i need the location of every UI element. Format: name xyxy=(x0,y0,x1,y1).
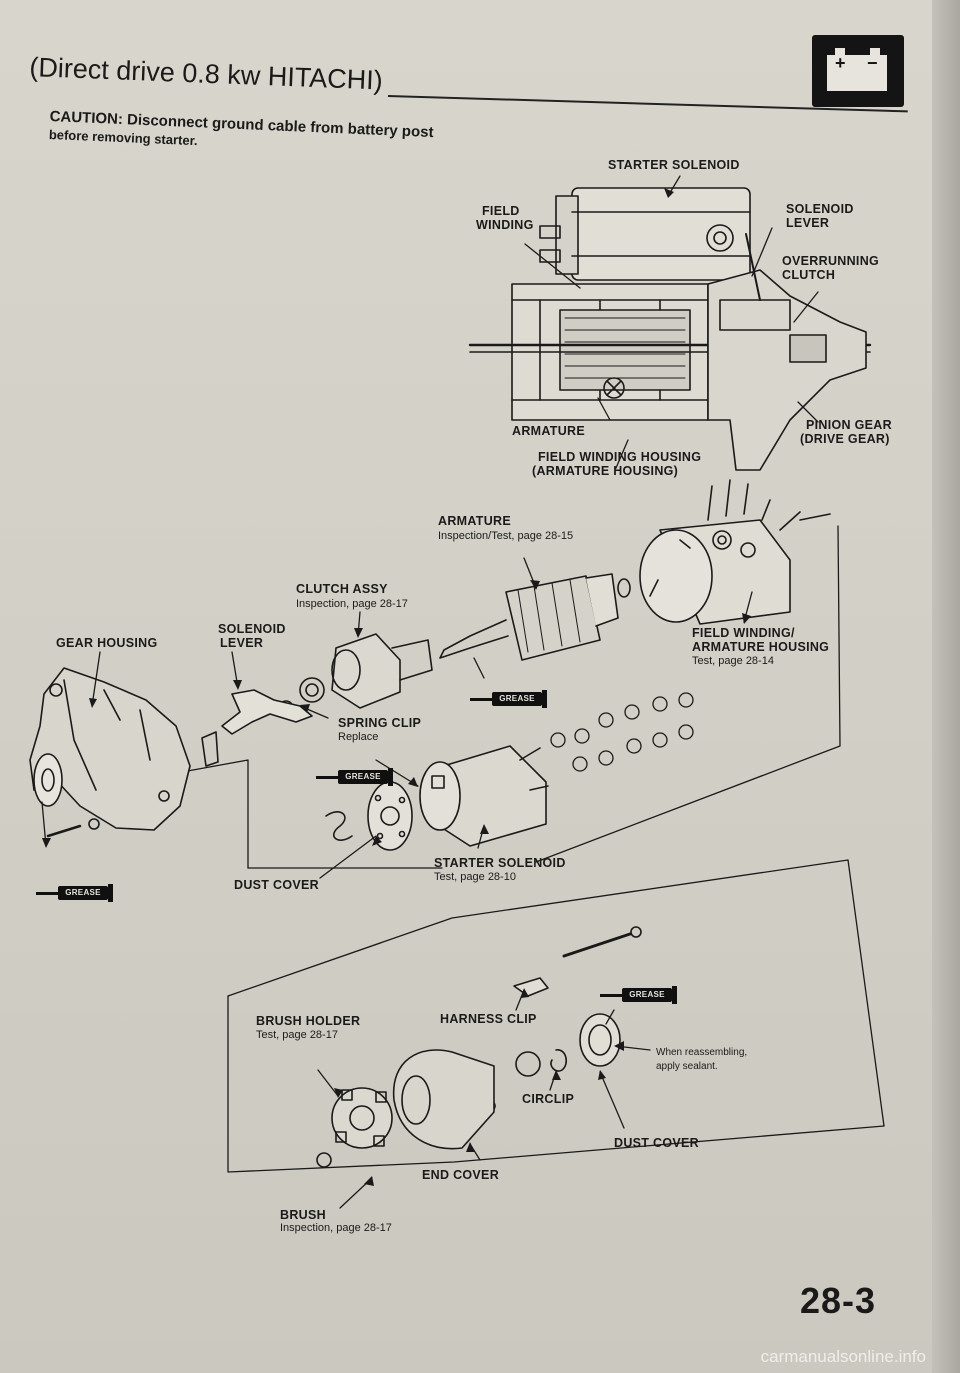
label-pinion-gear-1: PINION GEAR xyxy=(806,418,892,432)
note-sealant-2: apply sealant. xyxy=(656,1061,718,1072)
grease-tube-icon: GREASE xyxy=(470,688,548,710)
watermark: carmanualsonline.info xyxy=(760,1347,926,1366)
label-circlip: CIRCLIP xyxy=(522,1092,575,1106)
note-sealant-1: When reassembling, xyxy=(656,1047,748,1058)
label-overrunning-clutch-1: OVERRUNNING xyxy=(782,254,880,268)
cutaway-starter xyxy=(468,187,872,471)
gear-housing-art xyxy=(29,667,191,831)
grease-label: GREASE xyxy=(492,692,542,706)
label-starter-solenoid-top: STARTER SOLENOID xyxy=(608,158,740,172)
label-armature: ARMATURE xyxy=(438,514,511,528)
battery-icon: + − xyxy=(812,35,904,107)
grease-label: GREASE xyxy=(58,886,108,900)
ref-brush: Inspection, page 28-17 xyxy=(280,1222,392,1234)
ref-starter-solenoid: Test, page 28-10 xyxy=(434,871,516,883)
label-field-winding-housing-1: FIELD WINDING HOUSING xyxy=(538,450,702,464)
label-brush-holder: BRUSH HOLDER xyxy=(256,1014,361,1028)
battery-minus: − xyxy=(867,53,878,73)
harness-clip-art xyxy=(513,977,549,997)
grease-label: GREASE xyxy=(338,770,388,784)
armature-art xyxy=(439,573,631,661)
label-solenoid-lever-top-1: SOLENOID xyxy=(786,202,854,216)
ref-spring-clip: Replace xyxy=(338,731,379,743)
label-spring-clip: SPRING CLIP xyxy=(338,716,422,730)
solenoid-lever-art xyxy=(221,689,313,735)
grease-tube-icon: GREASE xyxy=(36,882,114,904)
cutaway-leaders xyxy=(524,175,819,469)
ref-field-winding: Test, page 28-14 xyxy=(692,655,774,667)
label-gear-housing: GEAR HOUSING xyxy=(56,636,158,650)
arrowheads xyxy=(42,188,751,1186)
page-number: 28-3 xyxy=(800,1280,877,1321)
ref-clutch-assy: Inspection, page 28-17 xyxy=(296,598,408,610)
washers-art xyxy=(550,692,694,772)
label-pinion-gear-2: (DRIVE GEAR) xyxy=(800,432,890,446)
battery-terminal-neg xyxy=(870,48,880,56)
label-brush: BRUSH xyxy=(280,1208,326,1222)
label-field-winding-2: ARMATURE HOUSING xyxy=(692,640,830,654)
ref-brush-holder: Test, page 28-17 xyxy=(256,1029,338,1041)
ref-armature: Inspection/Test, page 28-15 xyxy=(438,530,574,542)
field-winding-housing-art xyxy=(639,479,831,625)
label-field-winding-2: WINDING xyxy=(476,218,534,232)
label-armature-top: ARMATURE xyxy=(512,424,585,438)
label-clutch-assy: CLUTCH ASSY xyxy=(296,582,388,596)
clutch-assy-art xyxy=(299,633,433,709)
label-field-winding-1: FIELD xyxy=(482,204,520,218)
label-solenoid-lever-top-2: LEVER xyxy=(786,216,830,230)
through-bolt-art xyxy=(562,932,632,958)
label-field-winding-housing-2: (ARMATURE HOUSING) xyxy=(532,464,679,478)
label-solenoid-lever-2: LEVER xyxy=(220,636,264,650)
label-dust-cover-2: DUST COVER xyxy=(614,1136,699,1150)
label-solenoid-lever-1: SOLENOID xyxy=(218,622,286,636)
dust-cover-art xyxy=(579,1013,621,1067)
label-starter-solenoid: STARTER SOLENOID xyxy=(434,856,566,870)
grease-label: GREASE xyxy=(622,988,672,1002)
brush-holder-art xyxy=(316,1087,393,1168)
battery-body xyxy=(827,55,887,91)
label-field-winding-1: FIELD WINDING/ xyxy=(692,626,795,640)
starter-solenoid-art xyxy=(419,745,549,847)
grease-tube-icon: GREASE xyxy=(316,766,394,788)
battery-terminal-pos xyxy=(835,48,845,56)
end-cover-art xyxy=(392,1049,495,1150)
grease-tube-icon: GREASE xyxy=(600,984,678,1006)
label-overrunning-clutch-2: CLUTCH xyxy=(782,268,836,282)
label-end-cover: END COVER xyxy=(422,1168,500,1182)
page-edge xyxy=(932,0,960,1373)
return-spring-art xyxy=(325,811,353,841)
exploded-frame xyxy=(181,525,885,1173)
label-dust-cover-1: DUST COVER xyxy=(234,878,319,892)
label-harness-clip: HARNESS CLIP xyxy=(440,1012,537,1026)
battery-plus: + xyxy=(835,53,846,73)
